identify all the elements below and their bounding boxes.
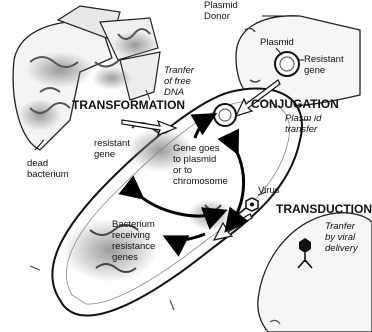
conjugation-title: CONJUGATION [251, 97, 339, 111]
svg-text:Tranfer: Tranfer [325, 221, 356, 232]
note-transformation: Tranfer of free DNA [164, 65, 195, 98]
label-dead-bacterium: dead bacterium [27, 158, 69, 180]
svg-text:or to: or to [173, 165, 192, 176]
svg-text:Plasm id: Plasm id [285, 113, 322, 124]
svg-text:to plasmid: to plasmid [173, 154, 216, 165]
svg-text:chromosome: chromosome [173, 176, 228, 187]
svg-text:Resistant: Resistant [304, 54, 344, 65]
svg-text:resistance: resistance [112, 241, 155, 252]
svg-text:Plasmid: Plasmid [204, 0, 238, 11]
label-virus: Virus [258, 185, 280, 196]
svg-text:Bacterium: Bacterium [112, 219, 155, 230]
svg-text:gene: gene [304, 65, 325, 76]
svg-text:by viral: by viral [325, 232, 356, 243]
svg-text:gene: gene [94, 149, 115, 160]
svg-text:Gene goes: Gene goes [173, 143, 220, 154]
svg-text:bacterium: bacterium [27, 169, 69, 180]
note-conjugation: Plasm id transfer [285, 113, 322, 135]
transduction-title: TRANSDUCTION [276, 202, 372, 216]
svg-text:Donor: Donor [204, 11, 230, 22]
transformation-title: TRANSFORMATION [72, 98, 185, 112]
svg-text:delivery: delivery [325, 243, 359, 254]
note-transduction: Tranfer by viral delivery [325, 221, 359, 254]
svg-text:of free: of free [164, 76, 191, 87]
svg-text:transfer: transfer [285, 124, 318, 135]
label-resistant-gene-free: resistant gene [94, 138, 130, 160]
svg-text:Tranfer: Tranfer [164, 65, 195, 76]
svg-text:dead: dead [27, 158, 48, 169]
svg-text:receiving: receiving [112, 230, 150, 241]
label-plasmid-donor: Plasmid Donor [204, 0, 238, 22]
svg-text:resistant: resistant [94, 138, 130, 149]
svg-text:DNA: DNA [164, 87, 184, 98]
dead-bacterium [13, 6, 160, 150]
label-plasmid: Plasmid [260, 37, 294, 48]
svg-text:genes: genes [112, 252, 138, 263]
